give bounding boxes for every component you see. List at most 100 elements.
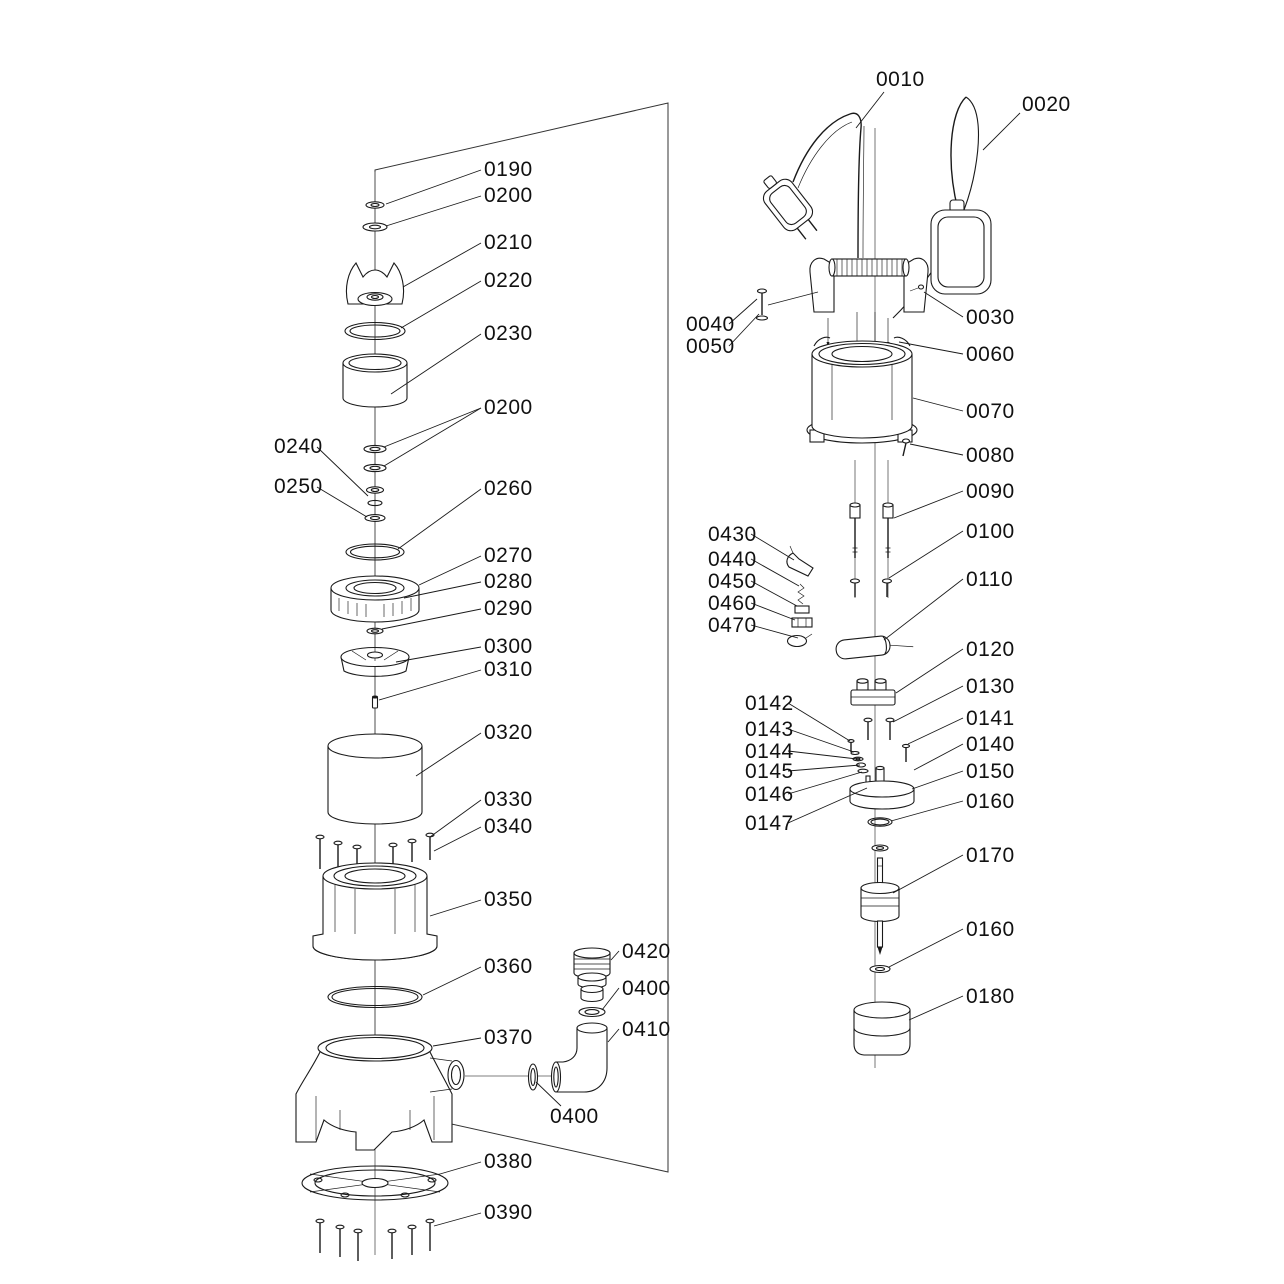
part-0141-screw: [901, 743, 911, 762]
part-label-0460: 0460: [708, 592, 757, 615]
leader-line: [911, 770, 964, 790]
part-label-0200: 0200: [484, 396, 533, 419]
part-label-0145: 0145: [745, 760, 794, 783]
leader-line: [923, 291, 964, 318]
part-0080-screw: [901, 438, 911, 457]
leader-line: [907, 717, 964, 745]
part-0360-oring: [327, 985, 423, 1009]
part-0320-motor-housing: [327, 733, 423, 825]
part-label-0350: 0350: [484, 888, 533, 911]
part-0450-contact: [794, 605, 810, 614]
part-0310-pin: [371, 695, 379, 709]
part-0070-pump-housing: [806, 336, 918, 444]
leader-line: [383, 407, 482, 467]
leader-line: [607, 1028, 620, 1043]
part-label-0040: 0040: [686, 313, 735, 336]
leader-line: [787, 728, 855, 753]
part-label-0140: 0140: [966, 733, 1015, 756]
leader-line: [728, 298, 758, 325]
part-label-0141: 0141: [966, 707, 1015, 730]
leader-line: [912, 397, 964, 412]
leader-line: [378, 669, 482, 701]
leader-line: [892, 685, 964, 723]
part-label-0143: 0143: [745, 718, 794, 741]
part-0180-bottom-cup: [853, 1001, 911, 1056]
part-label-0310: 0310: [484, 658, 533, 681]
part-label-0100: 0100: [966, 520, 1015, 543]
leader-line: [610, 950, 620, 961]
part-label-0440: 0440: [708, 548, 757, 571]
part-label-0330: 0330: [484, 788, 533, 811]
part-handle-assembly: [809, 257, 929, 348]
part-label-0400: 0400: [622, 977, 671, 1000]
part-labels: 0190020002100220023002000260027002800290…: [274, 68, 1070, 1224]
leader-line: [855, 91, 885, 129]
part-label-0420: 0420: [622, 940, 671, 963]
leader-line: [316, 486, 368, 518]
part-label-0030: 0030: [966, 306, 1015, 329]
leader-line: [316, 446, 369, 497]
leader-line: [400, 280, 482, 329]
leader-line: [982, 112, 1021, 151]
leader-line: [750, 558, 800, 587]
leader-line: [890, 800, 964, 822]
leader-line: [402, 242, 482, 288]
leader-line: [883, 578, 964, 641]
part-0390-screws: [315, 1218, 435, 1261]
leader-line: [892, 854, 964, 894]
part-label-0190: 0190: [484, 158, 533, 181]
leader-line: [888, 530, 964, 579]
leader-line: [898, 341, 964, 355]
part-0200-washer-upper: [362, 222, 388, 232]
leader-line: [888, 928, 964, 968]
part-0470-seal-ring: [786, 633, 813, 648]
leader-line: [787, 764, 861, 772]
part-label-0250: 0250: [274, 475, 323, 498]
part-0440-spring: [797, 583, 805, 605]
part-0420-hose-connector: [573, 947, 611, 1003]
part-label-0340: 0340: [484, 815, 533, 838]
part-0400-elbow-washer: [578, 1006, 606, 1018]
part-label-0270: 0270: [484, 544, 533, 567]
leader-line: [433, 1212, 482, 1227]
part-label-0450: 0450: [708, 570, 757, 593]
part-label-0170: 0170: [966, 844, 1015, 867]
part-label-0370: 0370: [484, 1026, 533, 1049]
part-label-0147: 0147: [745, 812, 794, 835]
leader-line: [422, 966, 482, 996]
part-label-0320: 0320: [484, 721, 533, 744]
part-label-0070: 0070: [966, 400, 1015, 423]
part-0220-oring: [344, 321, 406, 341]
left-assembly: [295, 201, 611, 1261]
part-label-0390: 0390: [484, 1201, 533, 1224]
part-0460-contact-block: [791, 617, 813, 628]
part-0130-screws: [863, 717, 895, 740]
part-0430-lever: [786, 545, 814, 577]
leader-line: [439, 1161, 482, 1175]
leader-line: [750, 624, 799, 639]
part-label-0160: 0160: [966, 790, 1015, 813]
leader-line: [787, 771, 863, 795]
part-label-0360: 0360: [484, 955, 533, 978]
part-0142-0147-fastener-stack: [847, 739, 871, 788]
leader-line: [395, 646, 482, 663]
part-label-0142: 0142: [745, 692, 794, 715]
leader-line: [535, 1081, 562, 1107]
part-0170-rotor: [860, 857, 900, 955]
leader-line: [908, 995, 964, 1021]
leader-line: [390, 333, 482, 395]
leader-line: [787, 750, 858, 760]
leader-line: [787, 787, 868, 824]
leader-line: [893, 490, 964, 519]
part-label-0230: 0230: [484, 322, 533, 345]
part-label-0050: 0050: [686, 335, 735, 358]
leader-line: [601, 987, 620, 1011]
part-0410-elbow-fitting: [550, 1022, 608, 1093]
part-label-0380: 0380: [484, 1150, 533, 1173]
leader-line: [432, 1037, 482, 1047]
part-0290-washer: [366, 627, 384, 635]
leader-line: [403, 581, 482, 599]
leader-line: [429, 799, 482, 838]
part-label-0210: 0210: [484, 231, 533, 254]
